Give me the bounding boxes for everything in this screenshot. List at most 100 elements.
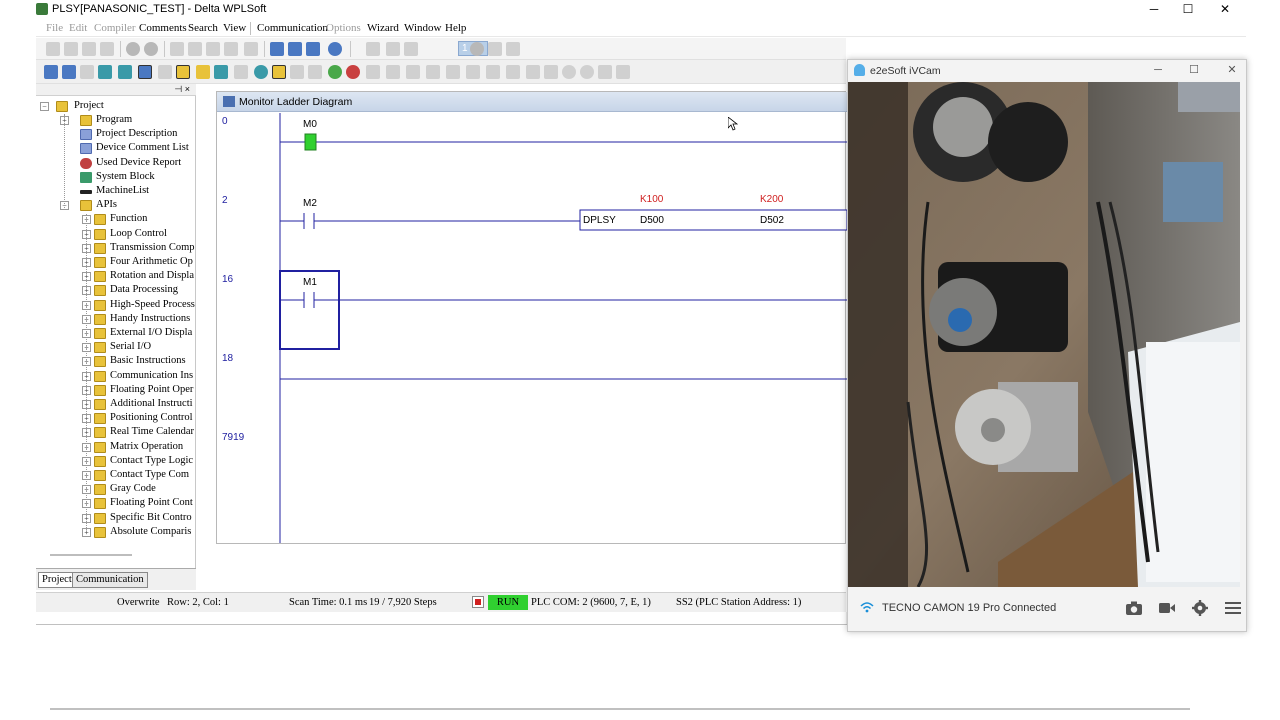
stop-plc-icon[interactable] [346, 65, 360, 79]
ladder-monitor-icon[interactable] [176, 65, 190, 79]
menu-search[interactable]: Search [188, 22, 218, 34]
tool2-icon[interactable] [386, 65, 400, 79]
zoom-in-icon[interactable] [288, 42, 302, 56]
video-icon[interactable] [1158, 600, 1176, 616]
check-icon[interactable] [118, 65, 132, 79]
tree-item-label: Matrix Operation [110, 440, 184, 452]
step-number: 7919 [222, 432, 245, 443]
dplsy-instruction-box[interactable] [579, 209, 847, 231]
folder-icon [94, 370, 106, 382]
tree-item-label: Gray Code [110, 483, 156, 495]
go-icon[interactable] [328, 65, 342, 79]
undo-icon[interactable] [244, 42, 258, 56]
pin-icon[interactable]: ⊣ × [174, 84, 190, 94]
zoom-out-icon[interactable] [306, 42, 320, 56]
ladder-mode-icon[interactable] [44, 65, 58, 79]
paste-icon[interactable] [206, 42, 220, 56]
step-icon[interactable] [404, 42, 418, 56]
menu-wizard[interactable]: Wizard [367, 22, 399, 34]
box-icon[interactable] [544, 65, 558, 79]
menu-view[interactable]: View [223, 22, 247, 34]
delete-icon[interactable] [224, 42, 238, 56]
menu-edit[interactable]: Edit [69, 22, 88, 34]
tree-item-label: Data Processing [110, 284, 178, 296]
tree-item-label: APIs [96, 199, 118, 211]
close-button[interactable]: ✕ [1219, 2, 1231, 16]
mouse-cursor-icon [728, 117, 738, 131]
vline-icon[interactable] [486, 65, 500, 79]
ladder-diagram[interactable]: 0 M0 2 M2 DPLSY K100 K200 D500 D502 16 M… [217, 113, 847, 543]
comment-icon[interactable] [366, 42, 380, 56]
menu-compiler[interactable]: Compiler [94, 22, 136, 34]
online-edit-icon[interactable] [272, 65, 286, 79]
constant-label: K200 [760, 194, 784, 205]
menu-file[interactable]: File [46, 22, 64, 34]
tree-item-label: Rotation and Displa [110, 270, 194, 282]
minimize-button[interactable]: ─ [1149, 2, 1159, 16]
menu-icon[interactable] [1224, 600, 1242, 616]
edit-monitor-icon[interactable] [196, 65, 210, 79]
folder-icon [94, 356, 106, 368]
invert-icon[interactable] [526, 65, 540, 79]
compile-icon[interactable] [98, 65, 112, 79]
cut-icon[interactable] [170, 42, 184, 56]
map-pin-icon[interactable] [254, 65, 268, 79]
maximize-button[interactable]: ☐ [1182, 2, 1194, 16]
tab-communication[interactable]: Communication [72, 572, 148, 588]
redo-icon[interactable] [506, 42, 520, 56]
grid-icon[interactable] [290, 65, 304, 79]
menu-help[interactable]: Help [445, 22, 467, 34]
zoom-icon[interactable] [270, 42, 284, 56]
tab-project[interactable]: Project [38, 572, 76, 588]
tree-scrollbar[interactable] [50, 554, 132, 556]
settings-icon[interactable] [1191, 600, 1209, 616]
device-monitor-icon[interactable] [214, 65, 228, 79]
tree-item-label: Program [96, 114, 133, 125]
device-icon[interactable] [386, 42, 400, 56]
document-icon [80, 129, 92, 141]
menu-window[interactable]: Window [404, 22, 442, 34]
plc-com-status: PLC COM: 2 (9600, 7, E, 1) [531, 597, 651, 608]
sfc-mode-icon[interactable] [80, 65, 94, 79]
page-icon[interactable] [308, 65, 322, 79]
table-icon[interactable] [158, 65, 172, 79]
cell-cursor [279, 270, 340, 350]
print-icon[interactable] [100, 42, 114, 56]
cursor-position: Row: 2, Col: 1 [167, 597, 229, 608]
find-icon[interactable] [562, 65, 576, 79]
minus-icon[interactable] [470, 42, 484, 56]
refresh-icon[interactable] [488, 42, 502, 56]
contact-no-icon[interactable] [406, 65, 420, 79]
api-icon[interactable] [506, 65, 520, 79]
horizontal-scrollbar[interactable] [50, 708, 1190, 710]
hline-icon[interactable] [466, 65, 480, 79]
find-next-icon[interactable] [580, 65, 594, 79]
menu-communication[interactable]: Communication [257, 22, 328, 34]
new-icon[interactable] [46, 42, 60, 56]
goto-icon[interactable] [616, 65, 630, 79]
menu-comments[interactable]: Comments [139, 22, 187, 34]
folder-icon [94, 427, 106, 439]
collapse-icon[interactable]: − [40, 102, 49, 111]
contact-m0-on[interactable] [304, 133, 317, 151]
help-icon[interactable] [328, 42, 342, 56]
menu-options[interactable]: Options [326, 22, 361, 34]
register-icon[interactable] [234, 65, 248, 79]
stop-icon[interactable] [126, 42, 140, 56]
replace-icon[interactable] [598, 65, 612, 79]
ladder-window-title: Monitor Ladder Diagram [239, 96, 353, 108]
ivcam-maximize-button[interactable]: ☐ [1189, 64, 1199, 76]
instruction-mode-icon[interactable] [62, 65, 76, 79]
save-icon[interactable] [82, 42, 96, 56]
run-icon[interactable] [144, 42, 158, 56]
ivcam-minimize-button[interactable]: ─ [1154, 64, 1162, 76]
contact-nc-icon[interactable] [426, 65, 440, 79]
copy-icon[interactable] [188, 42, 202, 56]
tool-icon[interactable] [366, 65, 380, 79]
monitor-icon[interactable] [138, 65, 152, 79]
open-icon[interactable] [64, 42, 78, 56]
coil-icon[interactable] [446, 65, 460, 79]
ivcam-close-button[interactable]: ✕ [1227, 64, 1237, 76]
tree-item-label: Serial I/O [110, 341, 152, 353]
camera-icon[interactable] [1125, 600, 1143, 616]
